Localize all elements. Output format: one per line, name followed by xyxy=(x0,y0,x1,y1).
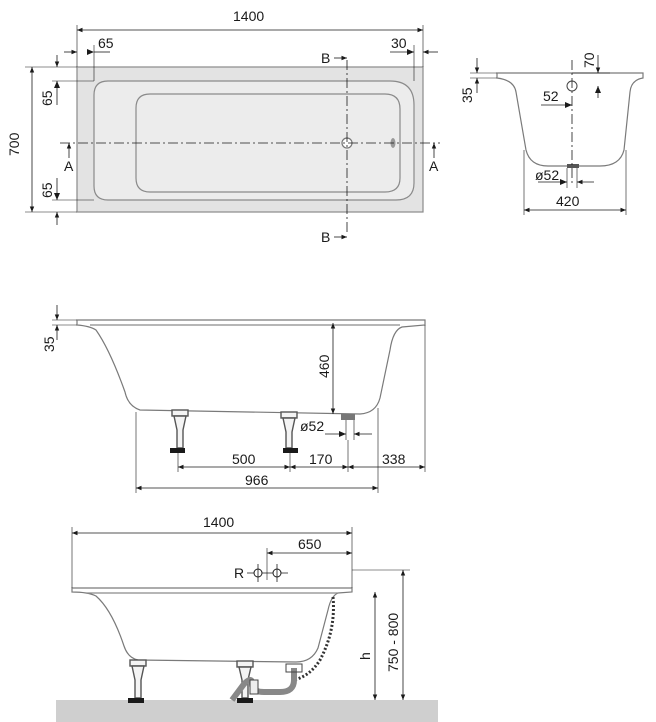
dim-label-35-section: 35 xyxy=(459,87,475,103)
tub-cross-section xyxy=(496,72,644,167)
dim-label-52-section: 52 xyxy=(543,88,559,104)
installation-view: 1400 650 R h 750 - 800 xyxy=(56,514,438,722)
dim-label-338: 338 xyxy=(382,451,406,467)
dim-label-o52-section: ø52 xyxy=(535,167,559,183)
section-b-label-bottom: B xyxy=(321,229,330,245)
dim-label-420: 420 xyxy=(556,193,580,209)
foot-left xyxy=(171,409,189,417)
foot-right-install xyxy=(236,660,254,668)
dim-label-o52-side: ø52 xyxy=(300,418,324,434)
dim-label-500: 500 xyxy=(232,451,256,467)
foot-right xyxy=(280,411,298,419)
floor xyxy=(56,700,438,722)
dim-label-h: h xyxy=(357,652,373,660)
tub-side-profile xyxy=(76,319,426,415)
tub-install-profile xyxy=(71,587,353,663)
foot-left-install xyxy=(129,659,147,667)
dim-label-750-800: 750 - 800 xyxy=(385,613,401,672)
dim-label-170: 170 xyxy=(309,451,333,467)
cross-section-view: 70 35 52 ø52 420 xyxy=(459,52,644,215)
valve-label-r: R xyxy=(234,565,244,581)
section-a-label-left: A xyxy=(64,158,74,174)
dim-label-35-side: 35 xyxy=(41,336,57,352)
dim-label-966: 966 xyxy=(245,472,269,488)
dim-label-30-right: 30 xyxy=(391,35,407,51)
top-view: 1400 65 30 B B A A 700 65 xyxy=(6,8,440,245)
dim-label-70: 70 xyxy=(581,52,597,68)
side-view: 35 460 ø52 500 170 338 966 xyxy=(41,305,426,493)
dim-label-460: 460 xyxy=(316,354,332,378)
dim-label-650: 650 xyxy=(298,536,322,552)
section-a-label-right: A xyxy=(429,158,439,174)
section-b-label-top: B xyxy=(321,50,330,66)
dim-label-65-top: 65 xyxy=(39,90,55,106)
overflow-hose xyxy=(293,596,335,682)
dim-label-65-bottom: 65 xyxy=(39,182,55,198)
dim-label-700: 700 xyxy=(6,132,22,156)
dim-label-1400-install: 1400 xyxy=(203,514,234,530)
dim-label-65-left: 65 xyxy=(98,35,114,51)
dim-label-1400-top: 1400 xyxy=(233,8,264,24)
waste-outlet-side xyxy=(341,414,355,420)
